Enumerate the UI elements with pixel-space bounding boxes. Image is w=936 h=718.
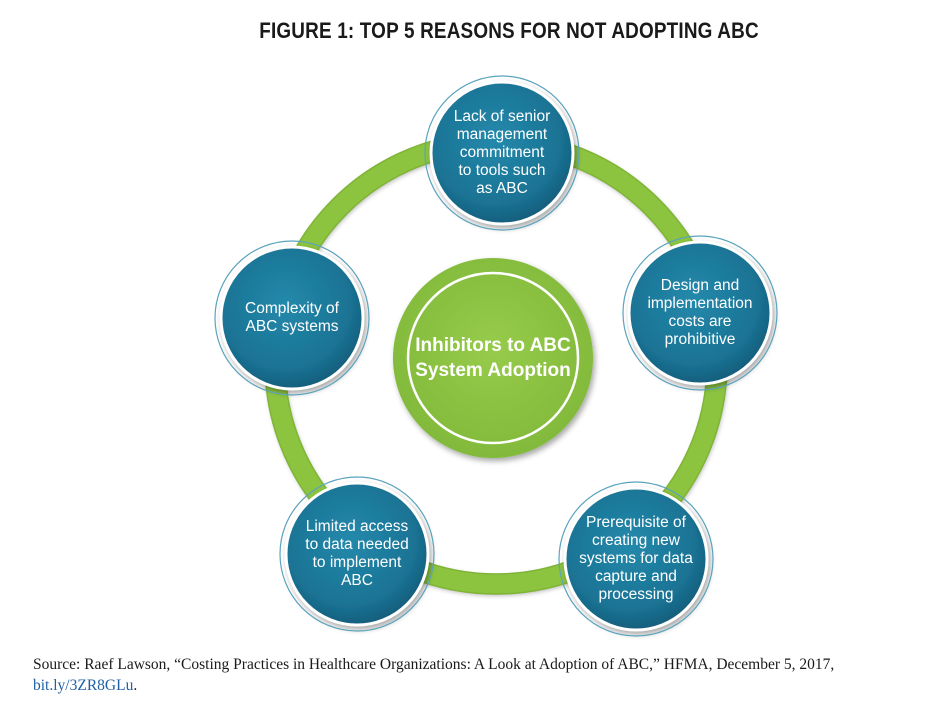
node-label-bottom-right: Prerequisite of creating new systems for… [579,514,693,603]
node-label-bottom-left: Limited access to data needed to impleme… [305,518,409,589]
node-label-right: Design and implementation costs are proh… [647,277,753,348]
center-hub [393,258,593,458]
center-label: Inhibitors to ABC System Adoption [415,335,571,381]
node-circle-left [219,245,365,391]
source-text: Source: Raef Lawson, “Costing Practices … [33,656,835,673]
node-circle-bottom-left [284,481,430,627]
figure-title: FIGURE 1: TOP 5 REASONS FOR NOT ADOPTING… [259,18,759,43]
node-circle-right [627,240,773,386]
source-note: Source: Raef Lawson, “Costing Practices … [33,654,913,696]
node-circle-top [429,80,575,226]
node-label-top: Lack of senior management commitment to … [453,108,551,197]
node-circle-bottom-right [563,486,709,632]
node-label-left: Complexity of ABC systems [245,300,339,335]
source-link[interactable]: bit.ly/3ZR8GLu [33,677,134,694]
source-trailing: . [133,677,138,694]
